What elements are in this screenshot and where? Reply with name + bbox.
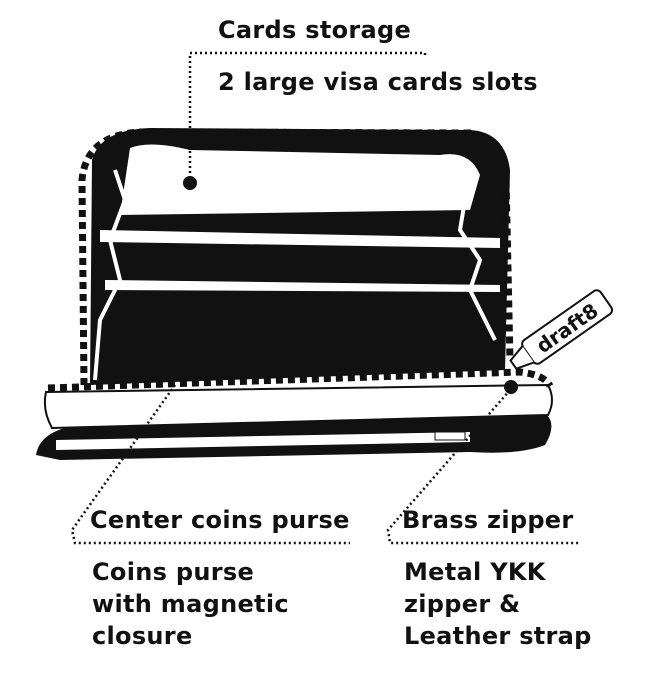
cards-storage-title: Cards storage (218, 16, 412, 44)
zipper-desc-line: Metal YKK (404, 558, 546, 586)
zipper-track-top (78, 128, 514, 386)
wallet-body (90, 128, 510, 385)
coin-purse (36, 368, 554, 460)
coins-purse-title: Center coins purse (90, 506, 350, 534)
callout-lines (70, 51, 580, 545)
cards-callout-line (188, 51, 427, 183)
brass-zipper-title: Brass zipper (402, 506, 574, 534)
coins-desc-line: closure (92, 622, 193, 650)
coins-desc-line: with magnetic (92, 590, 289, 618)
cards-storage-desc: 2 large visa cards slots (218, 68, 538, 96)
cards-callout-dot (183, 176, 197, 190)
zipper-desc-line: Leather strap (404, 622, 592, 650)
coins-desc-line: Coins purse (92, 558, 255, 586)
zipper-callout-dot (504, 380, 518, 394)
zipper-pull-draft8-logo: draft8 (509, 289, 614, 370)
zipper-desc-line: zipper & (404, 590, 521, 618)
